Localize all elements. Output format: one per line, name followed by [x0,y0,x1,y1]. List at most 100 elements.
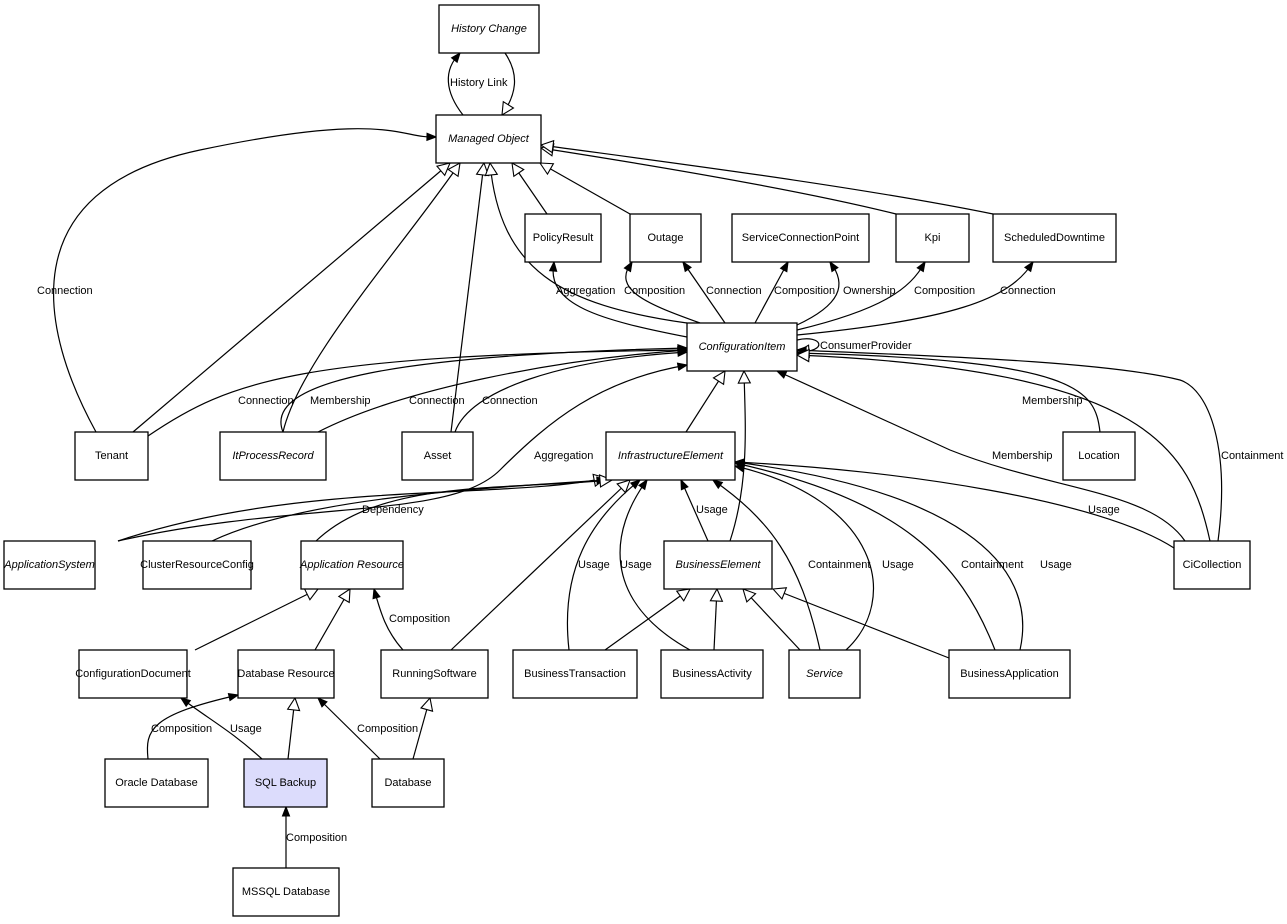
association-edge: Usage [619,478,691,651]
class-node-database-resource[interactable]: Database Resource [237,649,335,699]
filled-arrowhead-icon [179,697,192,708]
edge-label: Composition [286,832,347,844]
class-box [380,649,489,699]
class-name: MSSQL Database [242,886,330,898]
class-node-infrastructure-element[interactable]: InfrastructureElement [605,431,736,481]
hollow-arrowhead-icon [742,588,757,603]
edge-label: Connection [37,285,93,297]
edge-label: Membership [1022,395,1083,407]
class-node-configuration-item[interactable]: ConfigurationItem [686,322,798,372]
class-node-running-software[interactable]: RunningSoftware [380,649,489,699]
filled-arrowhead-icon [711,479,724,490]
class-node-oracle-database[interactable]: Oracle Database [104,758,209,808]
class-node-history-change[interactable]: History Change [438,4,540,54]
association-edge: Membership [795,348,1101,433]
edge-line [280,347,688,433]
edge-label: Usage [696,504,728,516]
class-name: Database [384,777,431,789]
class-name: BusinessElement [676,559,762,571]
class-node-business-element[interactable]: BusinessElement [663,540,773,590]
class-node-database[interactable]: Database [371,758,445,808]
filled-arrowhead-icon [775,370,788,379]
class-node-it-process-record[interactable]: ItProcessRecord [219,431,327,481]
class-name: ClusterResourceConfig [140,559,254,571]
hollow-arrowhead-icon [737,369,752,384]
class-name: Service [806,668,843,680]
association-edge: Usage [179,697,263,760]
edge-line [796,261,926,331]
class-node-location[interactable]: Location [1062,431,1136,481]
class-box [142,540,252,590]
class-box [78,649,188,699]
inheritance-edge [484,161,688,324]
class-node-sqlbackup[interactable]: SQL Backup [243,758,328,808]
class-name: Database Resource [237,668,334,680]
edge-line [194,588,319,651]
class-node-configuration-document[interactable]: ConfigurationDocument [75,649,191,699]
class-node-business-transaction[interactable]: BusinessTransaction [512,649,638,699]
filled-arrowhead-icon [916,260,926,273]
edge-line [53,128,437,433]
inheritance-edge [742,588,801,651]
class-name: Application Resource [299,559,404,571]
inheritance-edge [538,162,631,215]
hollow-arrowhead-icon [475,161,490,177]
class-node-managed-object[interactable]: Managed Object [435,114,542,164]
class-name: BusinessActivity [672,668,752,680]
inheritance-edge [771,587,950,659]
association-edge: Aggregation [548,260,688,338]
class-box [237,649,335,699]
edge-label: History Link [450,77,508,89]
class-node-application-system[interactable]: ApplicationSystem [3,540,96,590]
edge-line [734,461,1024,651]
class-node-kpi[interactable]: Kpi [895,213,970,263]
class-node-service[interactable]: Service [788,649,861,699]
association-edge: Composition [316,696,418,760]
class-box [401,431,474,481]
association-edge: Connection [147,345,689,437]
edge-line [489,162,688,324]
class-name: ApplicationSystem [3,559,95,571]
edge-line [450,479,631,651]
class-node-business-activity[interactable]: BusinessActivity [660,649,764,699]
class-box [1173,540,1251,590]
association-edge: Composition [754,260,835,324]
edge-line [132,162,451,433]
edge-line [742,588,801,651]
class-name: PolicyResult [533,232,594,244]
filled-arrowhead-icon [316,696,328,708]
class-node-business-application[interactable]: BusinessApplication [948,649,1071,699]
edge-label: Connection [238,395,294,407]
class-node-policy-result[interactable]: PolicyResult [524,213,602,263]
edge-label: Usage [882,559,914,571]
class-box [435,114,542,164]
association-edge: Containment [795,346,1283,542]
filled-arrowhead-icon [682,260,692,273]
class-node-mssqldatabase[interactable]: MSSQL Database [232,867,340,917]
edge-label: Ownership [843,285,896,297]
association-edge: Connection [682,260,762,324]
hollow-arrowhead-icon [616,479,631,494]
edge-label: Usage [578,559,610,571]
inheritance-edge [729,369,752,542]
class-name: ScheduledDowntime [1004,232,1105,244]
class-node-outage[interactable]: Outage [629,213,702,263]
inheritance-edge [286,696,301,760]
class-node-asset[interactable]: Asset [401,431,474,481]
edge-line [317,349,688,433]
edge-line [282,162,461,433]
class-node-ci-collection[interactable]: CiCollection [1173,540,1251,590]
association-edge: Composition [372,587,450,651]
edge-line [146,694,239,760]
class-node-tenant[interactable]: Tenant [74,431,149,481]
hollow-arrowhead-icon [419,696,434,712]
class-node-cluster-resource-config[interactable]: ClusterResourceConfig [140,540,254,590]
edge-line [625,261,701,324]
class-node-service-connection-point[interactable]: ServiceConnectionPoint [731,213,870,263]
class-name: InfrastructureElement [618,450,724,462]
edge-label: Connection [409,395,465,407]
class-node-application-resource[interactable]: Application Resource [299,540,404,590]
class-box [232,867,340,917]
inheritance-edge [795,348,1211,542]
class-node-scheduled-downtime[interactable]: ScheduledDowntime [992,213,1117,263]
